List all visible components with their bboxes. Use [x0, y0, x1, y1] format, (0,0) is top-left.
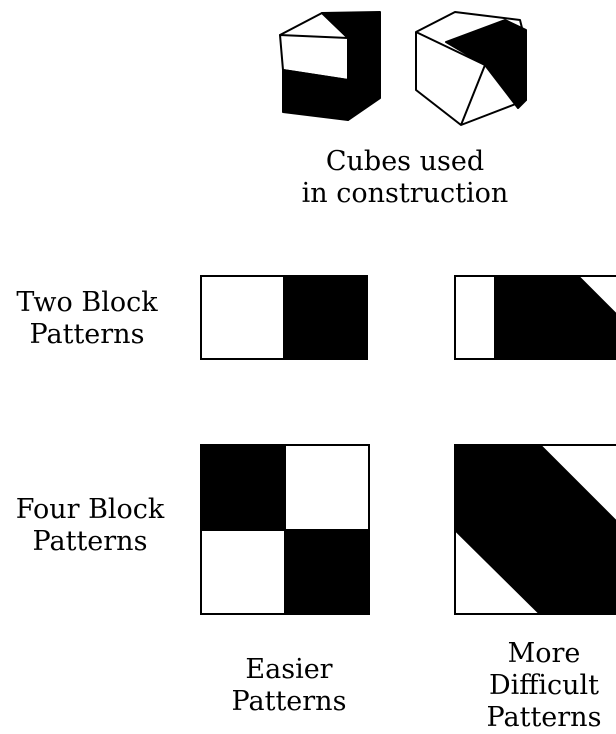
- four-block-easier-pattern: [200, 444, 370, 615]
- four-block-easier-top-left: [200, 444, 286, 531]
- difficult-column-label-line-1: More: [507, 638, 581, 669]
- two-block-difficult-black-strip: [494, 275, 532, 360]
- four-block-row-label-line-1: Four Block: [15, 494, 165, 525]
- easier-column-label: Easier Patterns: [214, 654, 364, 718]
- two-block-row-label-line-1: Two Block: [16, 287, 158, 318]
- four-block-row-label-line-2: Patterns: [32, 525, 148, 557]
- cube-half-black-right-face: [321, 11, 381, 121]
- two-block-easier-white-square: [200, 275, 285, 360]
- two-block-easier-black-square: [283, 275, 368, 360]
- cube-half-black: [279, 11, 381, 121]
- two-block-row-label-line-2: Patterns: [29, 318, 145, 350]
- two-block-difficult-pattern: [454, 275, 616, 360]
- easier-column-label-line-1: Easier: [245, 654, 333, 685]
- difficult-column-label-line-2: Difficult: [488, 669, 600, 701]
- four-block-row-label: Four Block Patterns: [2, 494, 178, 558]
- difficult-column-label: More Difficult Patterns: [472, 638, 616, 734]
- cubes-caption-line-2: in construction: [301, 177, 509, 209]
- cubes-caption: Cubes used in construction: [290, 146, 520, 210]
- two-block-easier-pattern: [200, 275, 368, 360]
- cube-diagonal-edge-2: [484, 43, 527, 66]
- four-block-difficult-diagonal-band: [454, 444, 616, 615]
- two-block-difficult-black-triangle: [530, 275, 616, 360]
- four-block-easier-top-right: [284, 444, 370, 531]
- four-block-easier-bottom-right: [284, 529, 370, 615]
- difficult-column-label-line-3: Patterns: [486, 701, 602, 733]
- cubes-caption-line-1: Cubes used: [325, 146, 485, 177]
- cube-diagonal: [415, 11, 527, 126]
- cube-half-black-front-face-bottom: [282, 69, 349, 121]
- four-block-difficult-pattern: [454, 444, 616, 615]
- four-block-easier-bottom-left: [200, 529, 286, 615]
- easier-column-label-line-2: Patterns: [231, 685, 347, 717]
- two-block-row-label: Two Block Patterns: [2, 287, 172, 351]
